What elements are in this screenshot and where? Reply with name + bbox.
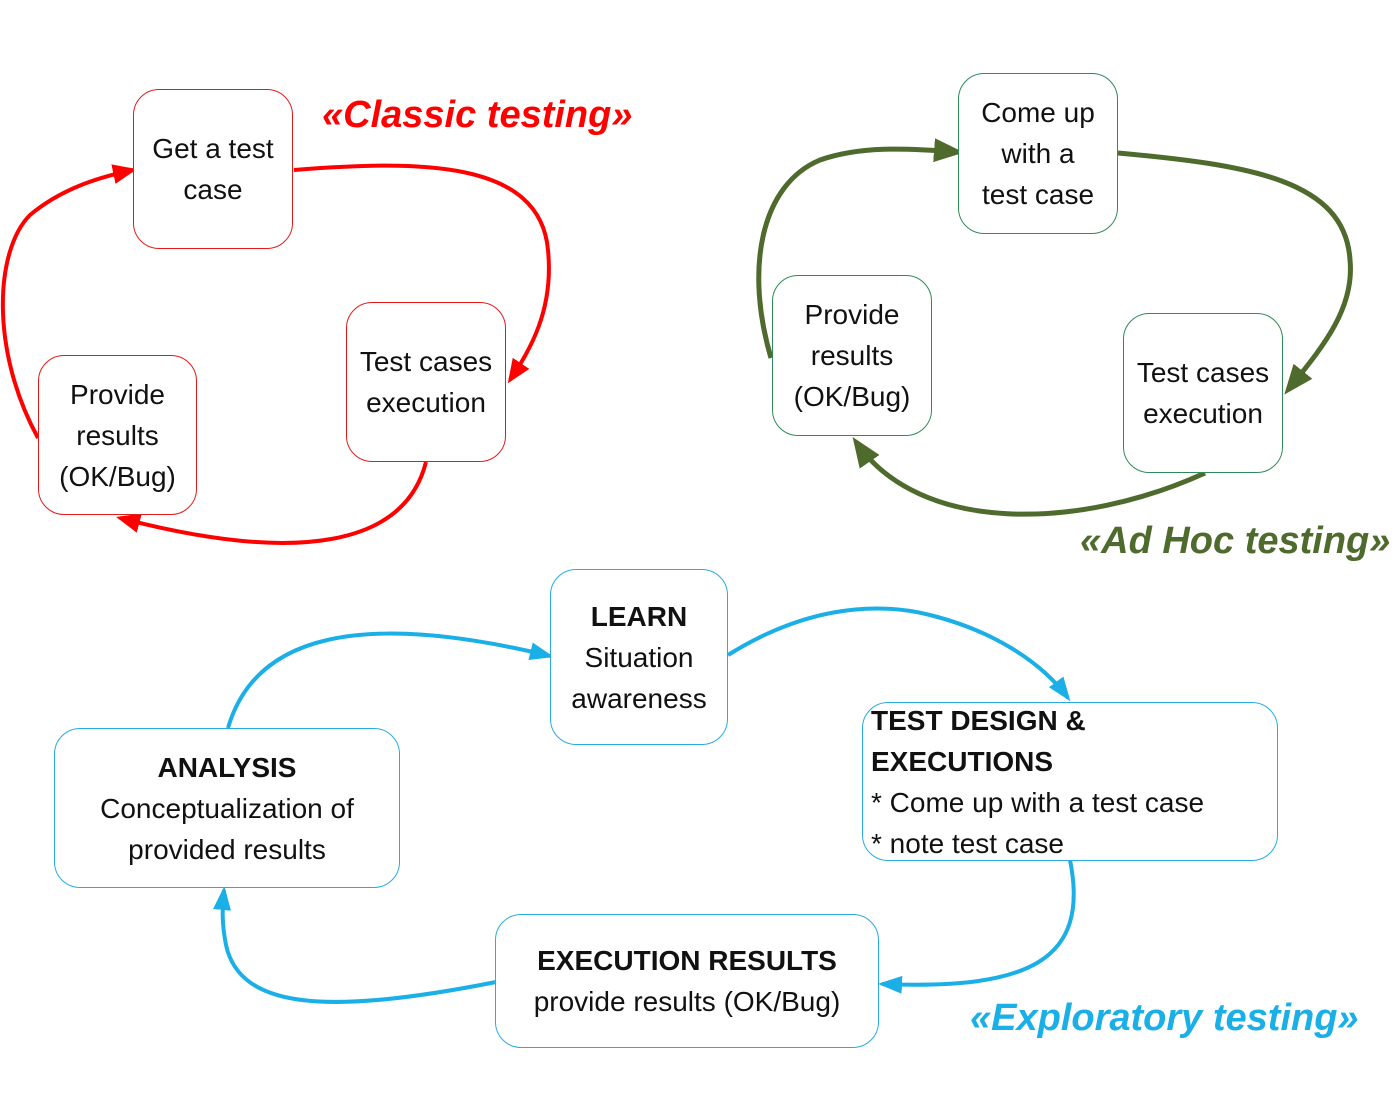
- exploratory-results-box: EXECUTION RESULTS provide results (OK/Bu…: [495, 914, 879, 1048]
- adhoc-results-line: results: [810, 340, 894, 371]
- classic-get-test-case-box: Get a test case: [133, 89, 293, 249]
- classic-results-line: results: [76, 419, 159, 451]
- exploratory-arrow-learn-to-design: [726, 606, 1071, 702]
- exploratory-analysis-line: provided results: [128, 833, 326, 865]
- classic-execution-line: execution: [366, 387, 486, 418]
- adhoc-testing-title: «Ad Hoc testing»: [1080, 520, 1391, 562]
- exploratory-learn-heading: LEARN: [590, 600, 688, 632]
- classic-execution-line: Test cases: [359, 346, 493, 377]
- exploratory-learn-line: awareness: [571, 682, 707, 714]
- adhoc-come-up-line: Come up: [981, 97, 1095, 128]
- adhoc-results-line: Provide: [804, 299, 900, 330]
- adhoc-arrow-comeup-to-execution: [1117, 150, 1353, 395]
- exploratory-analysis-line: Conceptualization of: [100, 792, 354, 824]
- exploratory-analysis-box: ANALYSIS Conceptualization of provided r…: [54, 728, 400, 888]
- exploratory-design-line: * note test case: [871, 827, 1065, 859]
- adhoc-arrow-execution-to-results: [852, 437, 1207, 517]
- classic-get-test-case-label: Get a test case: [152, 133, 274, 205]
- adhoc-come-up-line: test case: [981, 179, 1095, 210]
- exploratory-arrow-analysis-to-learn: [226, 631, 554, 729]
- classic-results-line: (OK/Bug): [59, 460, 176, 492]
- classic-testing-title: «Classic testing»: [322, 94, 633, 136]
- exploratory-results-line: provide results (OK/Bug): [533, 986, 841, 1017]
- exploratory-arrow-results-to-analysis: [213, 886, 497, 1004]
- exploratory-results-heading: EXECUTION RESULTS: [537, 945, 837, 976]
- classic-results-box: Provide results (OK/Bug): [38, 355, 197, 515]
- exploratory-analysis-heading: ANALYSIS: [157, 751, 297, 783]
- adhoc-results-box: Provide results (OK/Bug): [772, 275, 932, 436]
- classic-execution-box: Test cases execution: [346, 302, 506, 462]
- exploratory-arrow-design-to-results: [878, 859, 1076, 994]
- adhoc-execution-line: Test cases: [1136, 357, 1270, 388]
- exploratory-design-heading: TEST DESIGN & EXECUTIONS: [871, 704, 1086, 777]
- adhoc-execution-line: execution: [1143, 398, 1263, 429]
- adhoc-arrow-results-to-comeup: [756, 138, 964, 359]
- classic-arrow-get-to-execution: [293, 163, 551, 384]
- exploratory-design-box: TEST DESIGN & EXECUTIONS * Come up with …: [862, 702, 1278, 861]
- classic-results-line: Provide: [70, 378, 165, 410]
- classic-arrow-results-to-get: [0, 164, 137, 439]
- exploratory-testing-title: «Exploratory testing»: [970, 997, 1359, 1039]
- adhoc-results-line: (OK/Bug): [793, 381, 911, 412]
- exploratory-design-line: * Come up with a test case: [871, 786, 1205, 818]
- adhoc-execution-box: Test cases execution: [1123, 313, 1283, 473]
- adhoc-come-up-box: Come up with a test case: [958, 73, 1118, 234]
- classic-arrow-execution-to-results: [116, 461, 428, 545]
- exploratory-learn-line: Situation: [584, 641, 694, 673]
- adhoc-come-up-line: with a: [1001, 138, 1075, 169]
- exploratory-learn-box: LEARN Situation awareness: [550, 569, 728, 745]
